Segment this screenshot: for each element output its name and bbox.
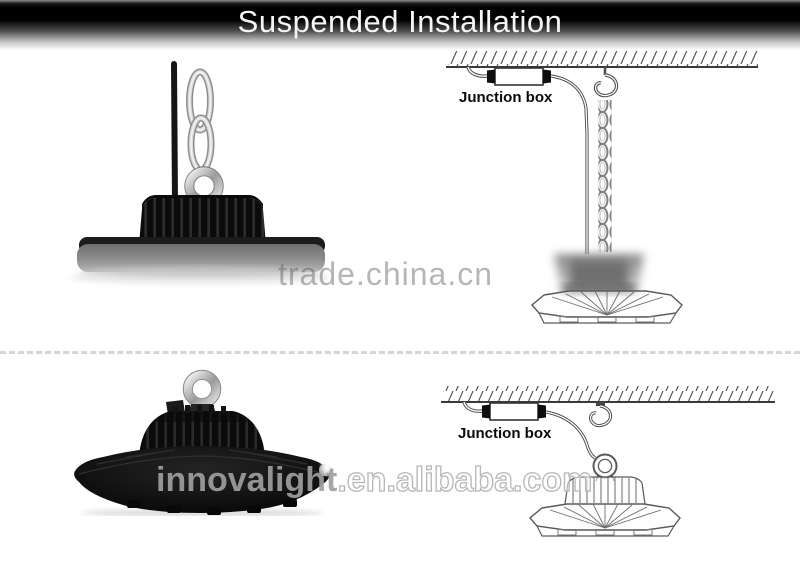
ceiling-hook bbox=[593, 67, 619, 98]
page-title: Suspended Installation bbox=[237, 4, 563, 39]
chain bbox=[598, 100, 612, 252]
junction-box bbox=[466, 66, 551, 86]
heatsink-dome bbox=[139, 405, 265, 456]
header-bar: Suspended Installation bbox=[0, 0, 800, 50]
hanging-chain bbox=[186, 68, 215, 174]
watermark-suffix: .en.alibaba.com bbox=[337, 460, 593, 499]
installation-diagram-chain: Junction box bbox=[446, 51, 758, 324]
watermark-brand: innovalight bbox=[156, 461, 338, 499]
blurred-fixture-heatsink bbox=[554, 254, 644, 294]
junction-box-label: Junction box bbox=[459, 89, 553, 106]
drop-cable bbox=[545, 410, 596, 460]
product-photo-eyebolt bbox=[74, 369, 332, 516]
product-photo-suspended bbox=[69, 61, 333, 284]
power-cable bbox=[171, 61, 178, 205]
disc-rim bbox=[77, 237, 325, 277]
section-divider bbox=[0, 351, 800, 354]
fixture-line-drawing bbox=[531, 290, 683, 324]
junction-box-label: Junction box bbox=[458, 425, 552, 442]
fixture-line-drawing bbox=[529, 453, 681, 537]
ceiling bbox=[446, 51, 758, 68]
ceiling bbox=[441, 386, 775, 403]
junction-box bbox=[462, 401, 546, 421]
installation-diagram-hook: Junction box bbox=[441, 386, 775, 537]
mounting-feet bbox=[127, 499, 297, 515]
watermark-innovalight: innovalight.en.alibaba.com bbox=[156, 460, 593, 500]
ceiling-hook bbox=[589, 402, 613, 428]
saucer-disc bbox=[74, 446, 332, 515]
drop-cable bbox=[550, 74, 589, 254]
watermark-trade-china: trade.china.cn bbox=[278, 256, 494, 292]
